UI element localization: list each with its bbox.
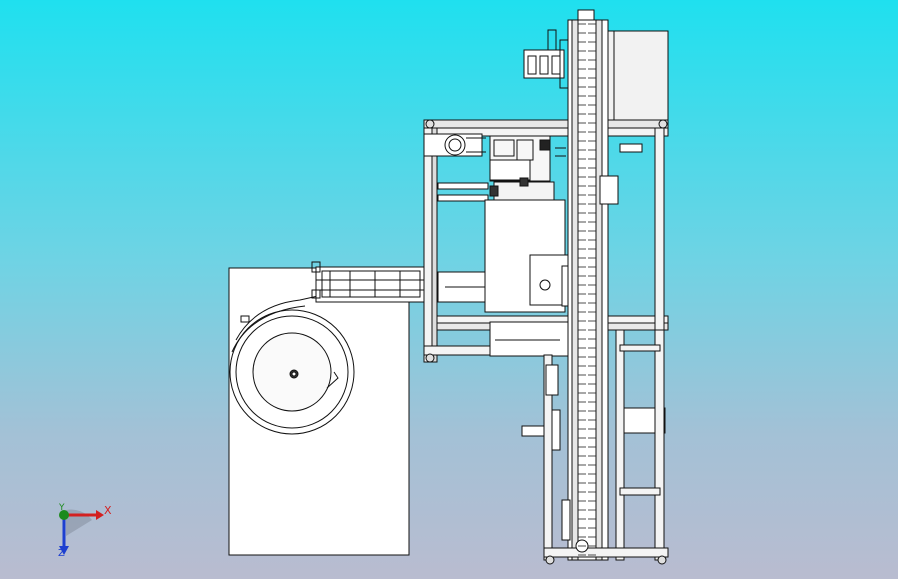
top-gripper: [523, 29, 575, 89]
axis-y-label: Y: [59, 503, 65, 513]
motor-assembly: [423, 133, 486, 157]
center-mechanism: [484, 135, 577, 357]
axis-triad: [59, 509, 104, 555]
axis-x-label: X: [104, 504, 112, 517]
axis-z-label: Z: [58, 548, 65, 559]
axis-x-arrow: [96, 510, 104, 520]
axis-z-arrow: [59, 546, 69, 555]
linear-feeder-track: [311, 261, 427, 303]
axis-y-origin: [59, 510, 69, 520]
vibratory-bowl: [229, 295, 355, 435]
chain-links: [578, 23, 596, 556]
chain-conveyor: [567, 19, 609, 561]
lower-frame: [543, 329, 669, 565]
triad-shadow: [66, 509, 92, 536]
